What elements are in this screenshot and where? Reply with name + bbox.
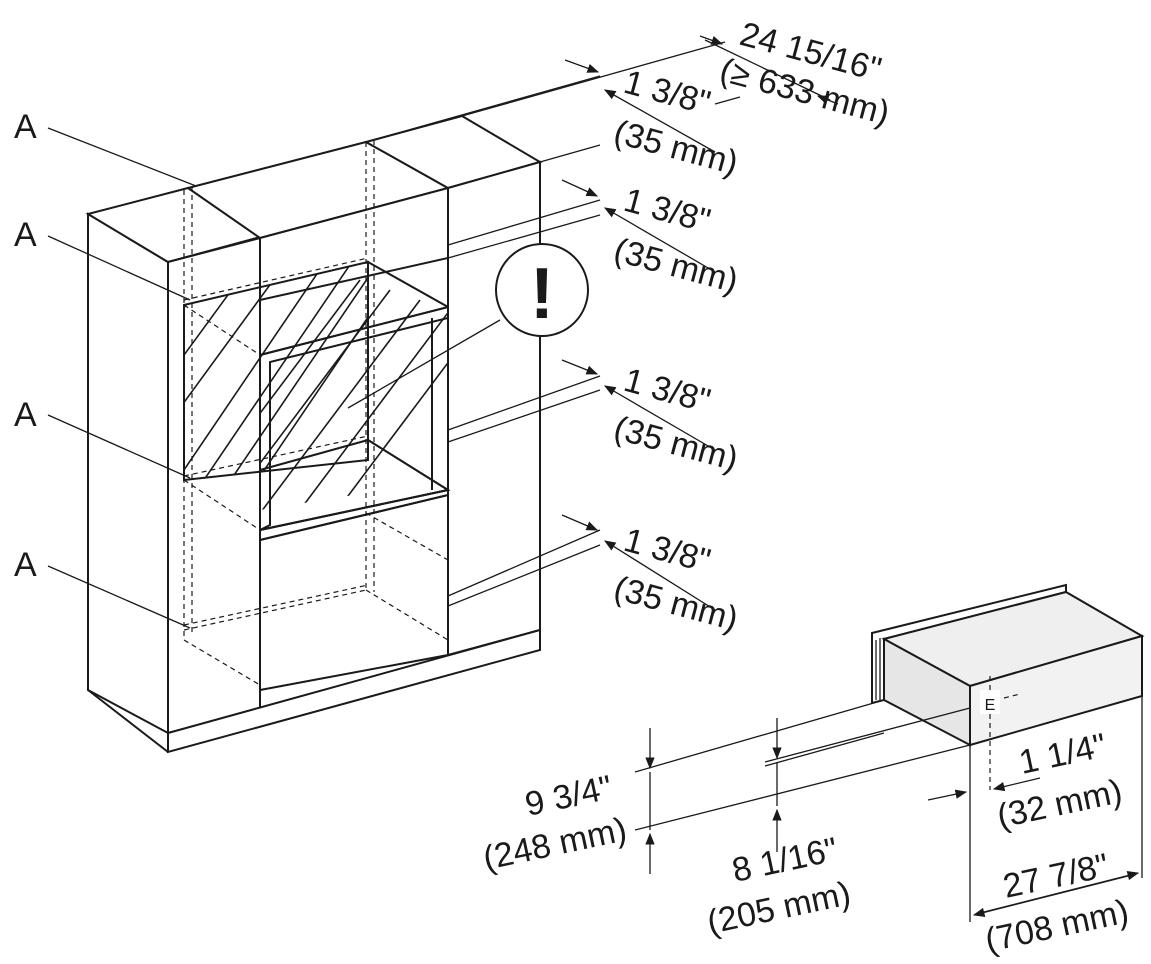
- appliance: E: [871, 583, 1145, 790]
- callout-leaders: [47, 127, 197, 629]
- dim-height-body-mm: (205 mm): [704, 874, 854, 941]
- dim-front-offset-in: 1 1/4": [1016, 726, 1110, 781]
- niche-back-outline: [183, 260, 369, 482]
- warning-callout: !: [347, 243, 589, 409]
- left-unit-front: [167, 236, 261, 735]
- dim-gap2-mm: (35 mm): [610, 231, 742, 300]
- dim-gap3-in: 1 3/8": [620, 361, 715, 420]
- dim-front-offset-mm: (32 mm): [994, 772, 1126, 835]
- dim-gap1-in: 1 3/8": [620, 63, 715, 122]
- niche-right-wall: [367, 260, 449, 492]
- callout-a-2: A: [14, 216, 37, 254]
- callout-a-3: A: [14, 396, 37, 434]
- callout-a-4: A: [14, 546, 37, 584]
- appliance-dimension-lines: [634, 696, 1143, 922]
- dim-gap1-mm: (35 mm): [610, 113, 742, 182]
- cabinet: [85, 114, 543, 754]
- dim-depth-in: 27 7/8": [1000, 846, 1112, 905]
- cabinet-dimension-lines: [365, 35, 839, 611]
- warning-icon: !: [530, 254, 554, 334]
- warning-circle: [495, 243, 589, 337]
- dim-gap4-in: 1 3/8": [620, 521, 715, 580]
- plinth: [167, 628, 541, 754]
- dim-gap3-mm: (35 mm): [610, 409, 742, 478]
- dim-gap4-mm: (35 mm): [610, 569, 742, 638]
- dim-depth-mm: (708 mm): [982, 892, 1132, 959]
- left-side-panel: [87, 212, 169, 735]
- dim-gap2-in: 1 3/8": [620, 181, 715, 240]
- callout-a-1: A: [14, 108, 37, 146]
- label-e: E: [985, 697, 996, 714]
- dim-height-total-mm: (248 mm): [480, 810, 630, 877]
- e-label-box: [980, 690, 1000, 714]
